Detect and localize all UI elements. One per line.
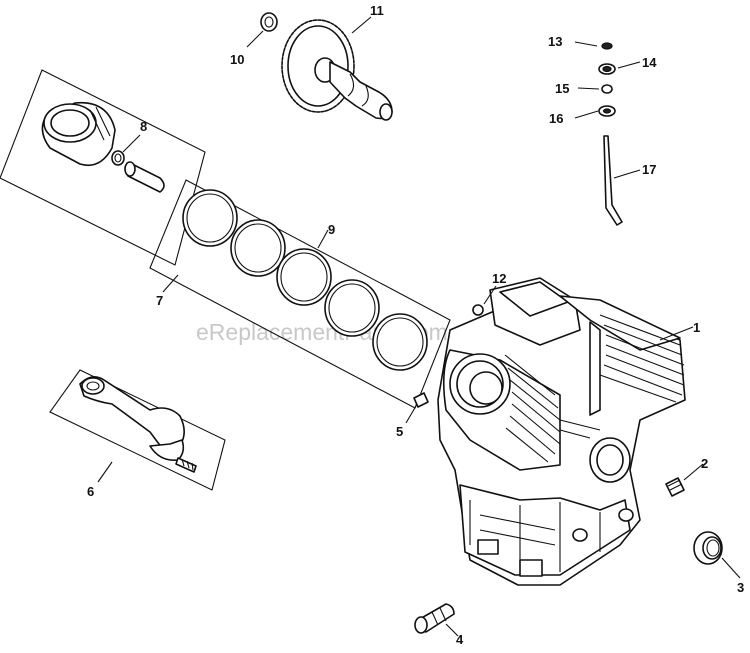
dowel-pin-5	[413, 392, 429, 408]
callout-3: 3	[737, 580, 744, 595]
piston-pin	[124, 161, 165, 193]
callout-7: 7	[156, 293, 163, 308]
camshaft-gear	[281, 19, 393, 121]
callout-11: 11	[370, 3, 384, 18]
oil-seal	[693, 531, 723, 565]
callout-5: 5	[396, 424, 403, 439]
callout-14: 14	[642, 55, 657, 70]
callout-16: 16	[549, 111, 563, 126]
hardware-15	[601, 84, 613, 94]
callout-10: 10	[230, 52, 244, 67]
hardware-13	[601, 42, 613, 50]
callout-8: 8	[140, 119, 147, 134]
camshaft-washer	[260, 12, 278, 32]
dowel-pin-12	[472, 304, 484, 316]
callout-17: 17	[642, 162, 656, 177]
callout-9: 9	[328, 222, 335, 237]
callout-2: 2	[701, 456, 708, 471]
connecting-rod-outline	[49, 369, 226, 491]
drain-plug	[665, 477, 685, 497]
piston	[41, 101, 116, 167]
piston-kit-outline	[0, 69, 206, 266]
callout-15: 15	[555, 81, 569, 96]
piston-pin-clip	[111, 150, 125, 166]
cylinder-block	[437, 277, 686, 586]
valve-lifter	[414, 603, 455, 634]
callout-4: 4	[456, 632, 464, 647]
callout-6: 6	[87, 484, 94, 499]
hardware-16	[598, 105, 616, 117]
callout-12: 12	[492, 271, 506, 286]
callout-13: 13	[548, 34, 562, 49]
connecting-rod-group	[49, 369, 226, 491]
hardware-14	[598, 63, 616, 75]
callout-1: 1	[693, 320, 700, 335]
piston-rings	[182, 189, 428, 371]
leader-lines	[97, 16, 741, 637]
callout-numbers: 1 2 3 4 5 6 7 8 9 10 11 12 13 14 15 16 1…	[87, 3, 744, 647]
dipstick-tube	[603, 135, 623, 226]
